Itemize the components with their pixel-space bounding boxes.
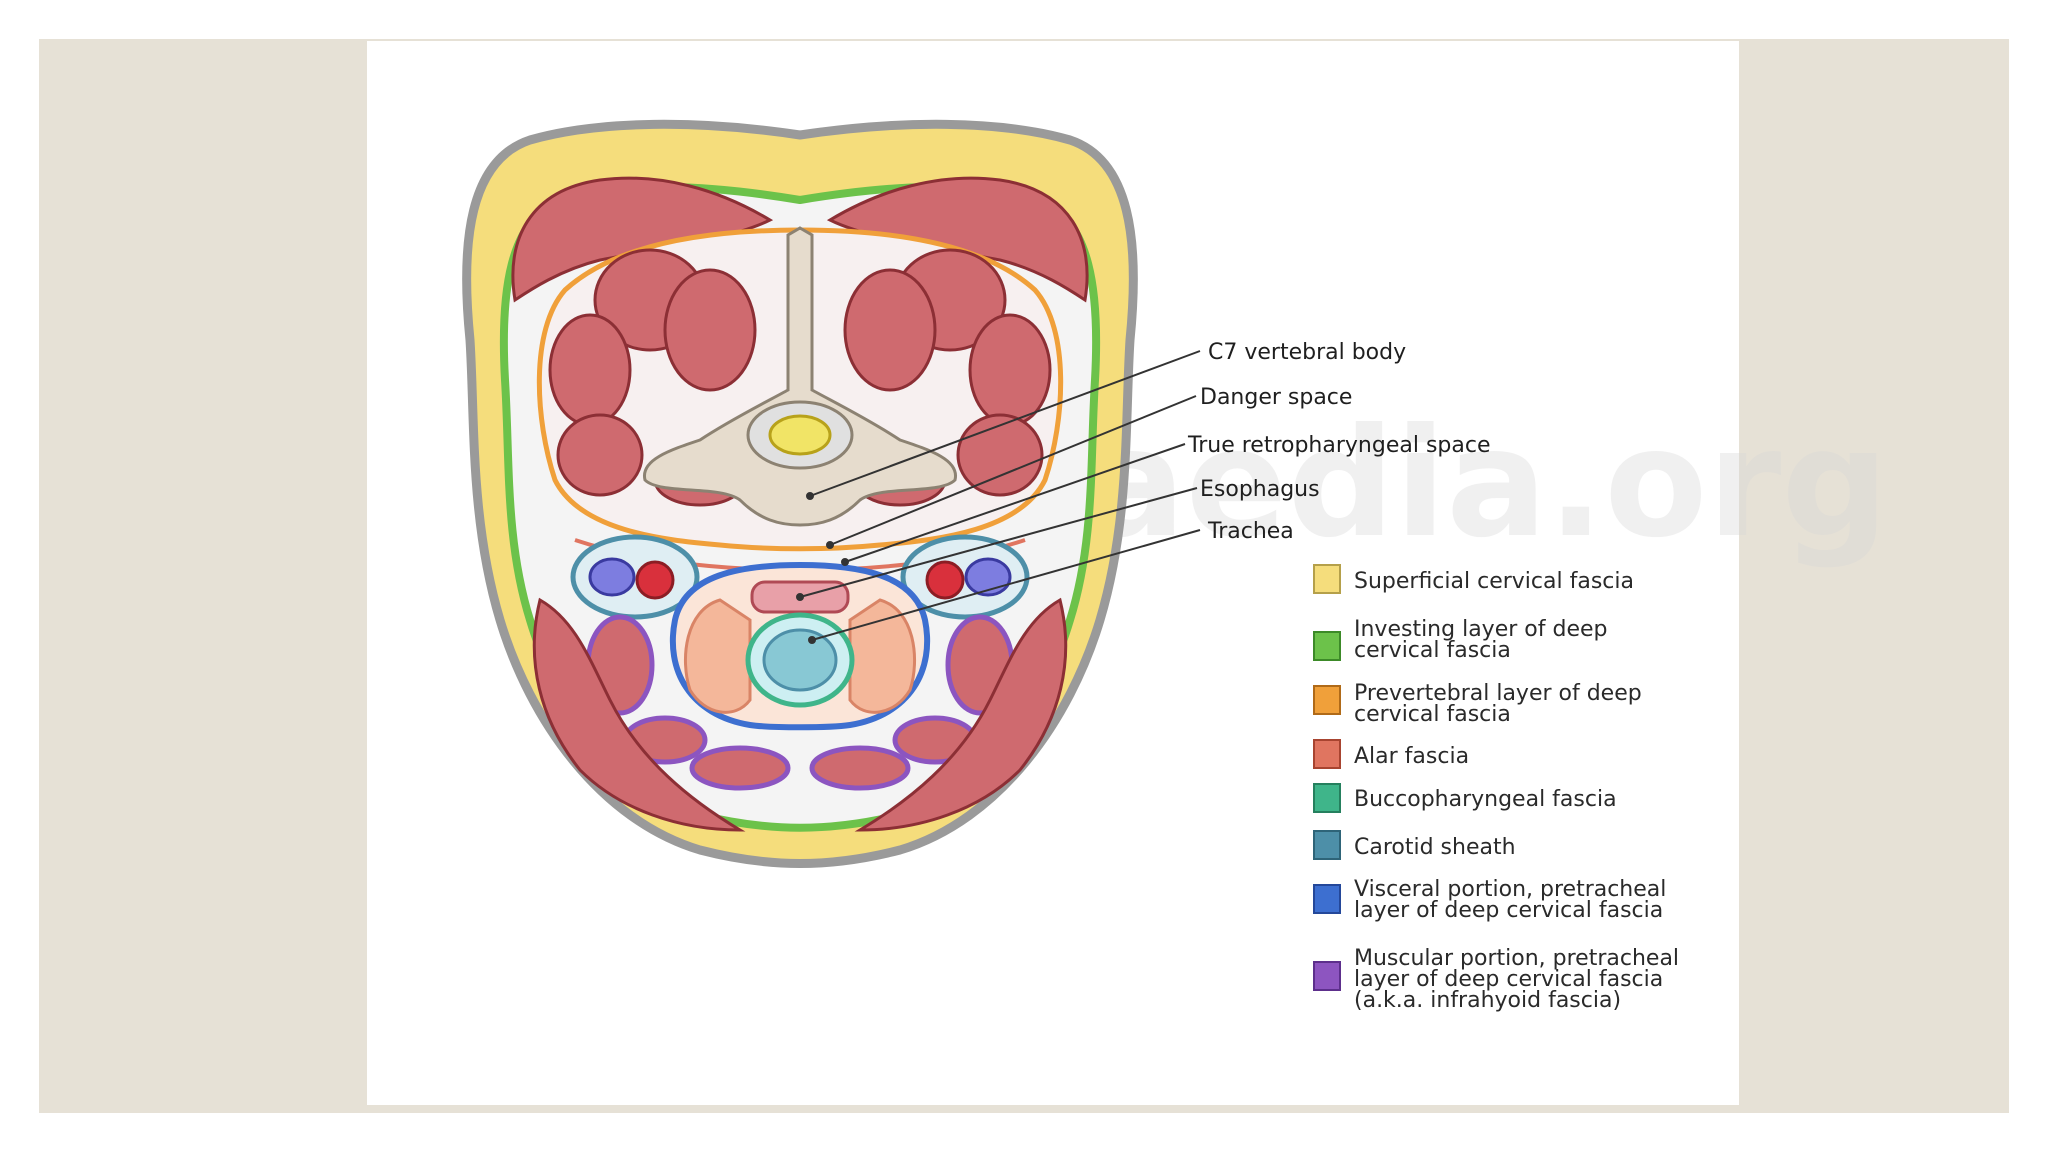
legend-label: (a.k.a. infrahyoid fascia) — [1354, 988, 1621, 1013]
callout-danger-space: Danger space — [1200, 385, 1352, 410]
legend-item-carotid-sheath: Carotid sheath — [1313, 830, 1516, 860]
callout-c7-vertebral-body: C7 vertebral body — [1208, 340, 1406, 365]
callout-true-retropharyngeal-space: True retropharyngeal space — [1187, 433, 1491, 458]
callout-trachea: Trachea — [1207, 519, 1294, 544]
trachea-lumen — [762, 628, 838, 692]
carotid-artery-left — [635, 560, 675, 600]
legend-label: Investing layer of deep — [1354, 617, 1607, 642]
legend-label: Visceral portion, pretracheal — [1354, 877, 1666, 902]
c7-vertebra — [643, 226, 957, 527]
deep-posterior-muscles — [548, 248, 1052, 507]
sternocleidomastoid-left — [532, 597, 746, 832]
legend-item-superficial-cervical-fascia: Superficial cervical fascia — [1313, 564, 1634, 594]
legend-label: layer of deep cervical fascia — [1354, 898, 1663, 923]
thyroid-lobe-right — [848, 598, 917, 714]
legend-swatch — [1313, 739, 1341, 769]
legend: Superficial cervical fascia Investing la… — [1313, 564, 1679, 1013]
spinal-cord — [768, 414, 832, 456]
carotid-artery-right — [925, 560, 965, 600]
legend-label: Buccopharyngeal fascia — [1354, 787, 1617, 812]
legend-swatch — [1313, 783, 1341, 813]
legend-swatch — [1313, 685, 1341, 715]
sternocleidomastoid-right — [854, 597, 1068, 832]
legend-item-prevertebral-layer: Prevertebral layer of deep cervical fasc… — [1313, 681, 1642, 727]
legend-swatch — [1313, 830, 1341, 860]
legend-swatch — [1313, 631, 1341, 661]
legend-label: Muscular portion, pretracheal — [1354, 946, 1679, 971]
internal-jugular-left — [588, 557, 636, 597]
legend-item-buccopharyngeal-fascia: Buccopharyngeal fascia — [1313, 783, 1617, 813]
thyroid-lobe-left — [683, 598, 752, 714]
callout-labels: C7 vertebral body Danger space True retr… — [1187, 340, 1491, 544]
legend-label: Alar fascia — [1354, 744, 1469, 769]
callout-leaders — [796, 350, 1201, 644]
trapezius-right — [826, 176, 1089, 303]
legend-label: Prevertebral layer of deep — [1354, 681, 1642, 706]
legend-swatch — [1313, 564, 1341, 594]
legend-item-visceral-portion: Visceral portion, pretracheal layer of d… — [1313, 877, 1666, 923]
legend-label: layer of deep cervical fascia — [1354, 967, 1663, 992]
legend-label: Carotid sheath — [1354, 835, 1516, 860]
legend-label: cervical fascia — [1354, 638, 1511, 663]
legend-swatch — [1313, 884, 1341, 914]
legend-label: cervical fascia — [1354, 702, 1511, 727]
callout-esophagus: Esophagus — [1200, 477, 1320, 502]
trapezius-left — [511, 176, 774, 303]
legend-item-investing-layer: Investing layer of deep cervical fascia — [1313, 617, 1607, 663]
legend-item-muscular-portion: Muscular portion, pretracheal layer of d… — [1313, 946, 1679, 1013]
neck-anatomy — [462, 119, 1138, 868]
legend-label: Superficial cervical fascia — [1354, 569, 1634, 594]
legend-swatch — [1313, 961, 1341, 991]
legend-item-alar-fascia: Alar fascia — [1313, 739, 1469, 769]
